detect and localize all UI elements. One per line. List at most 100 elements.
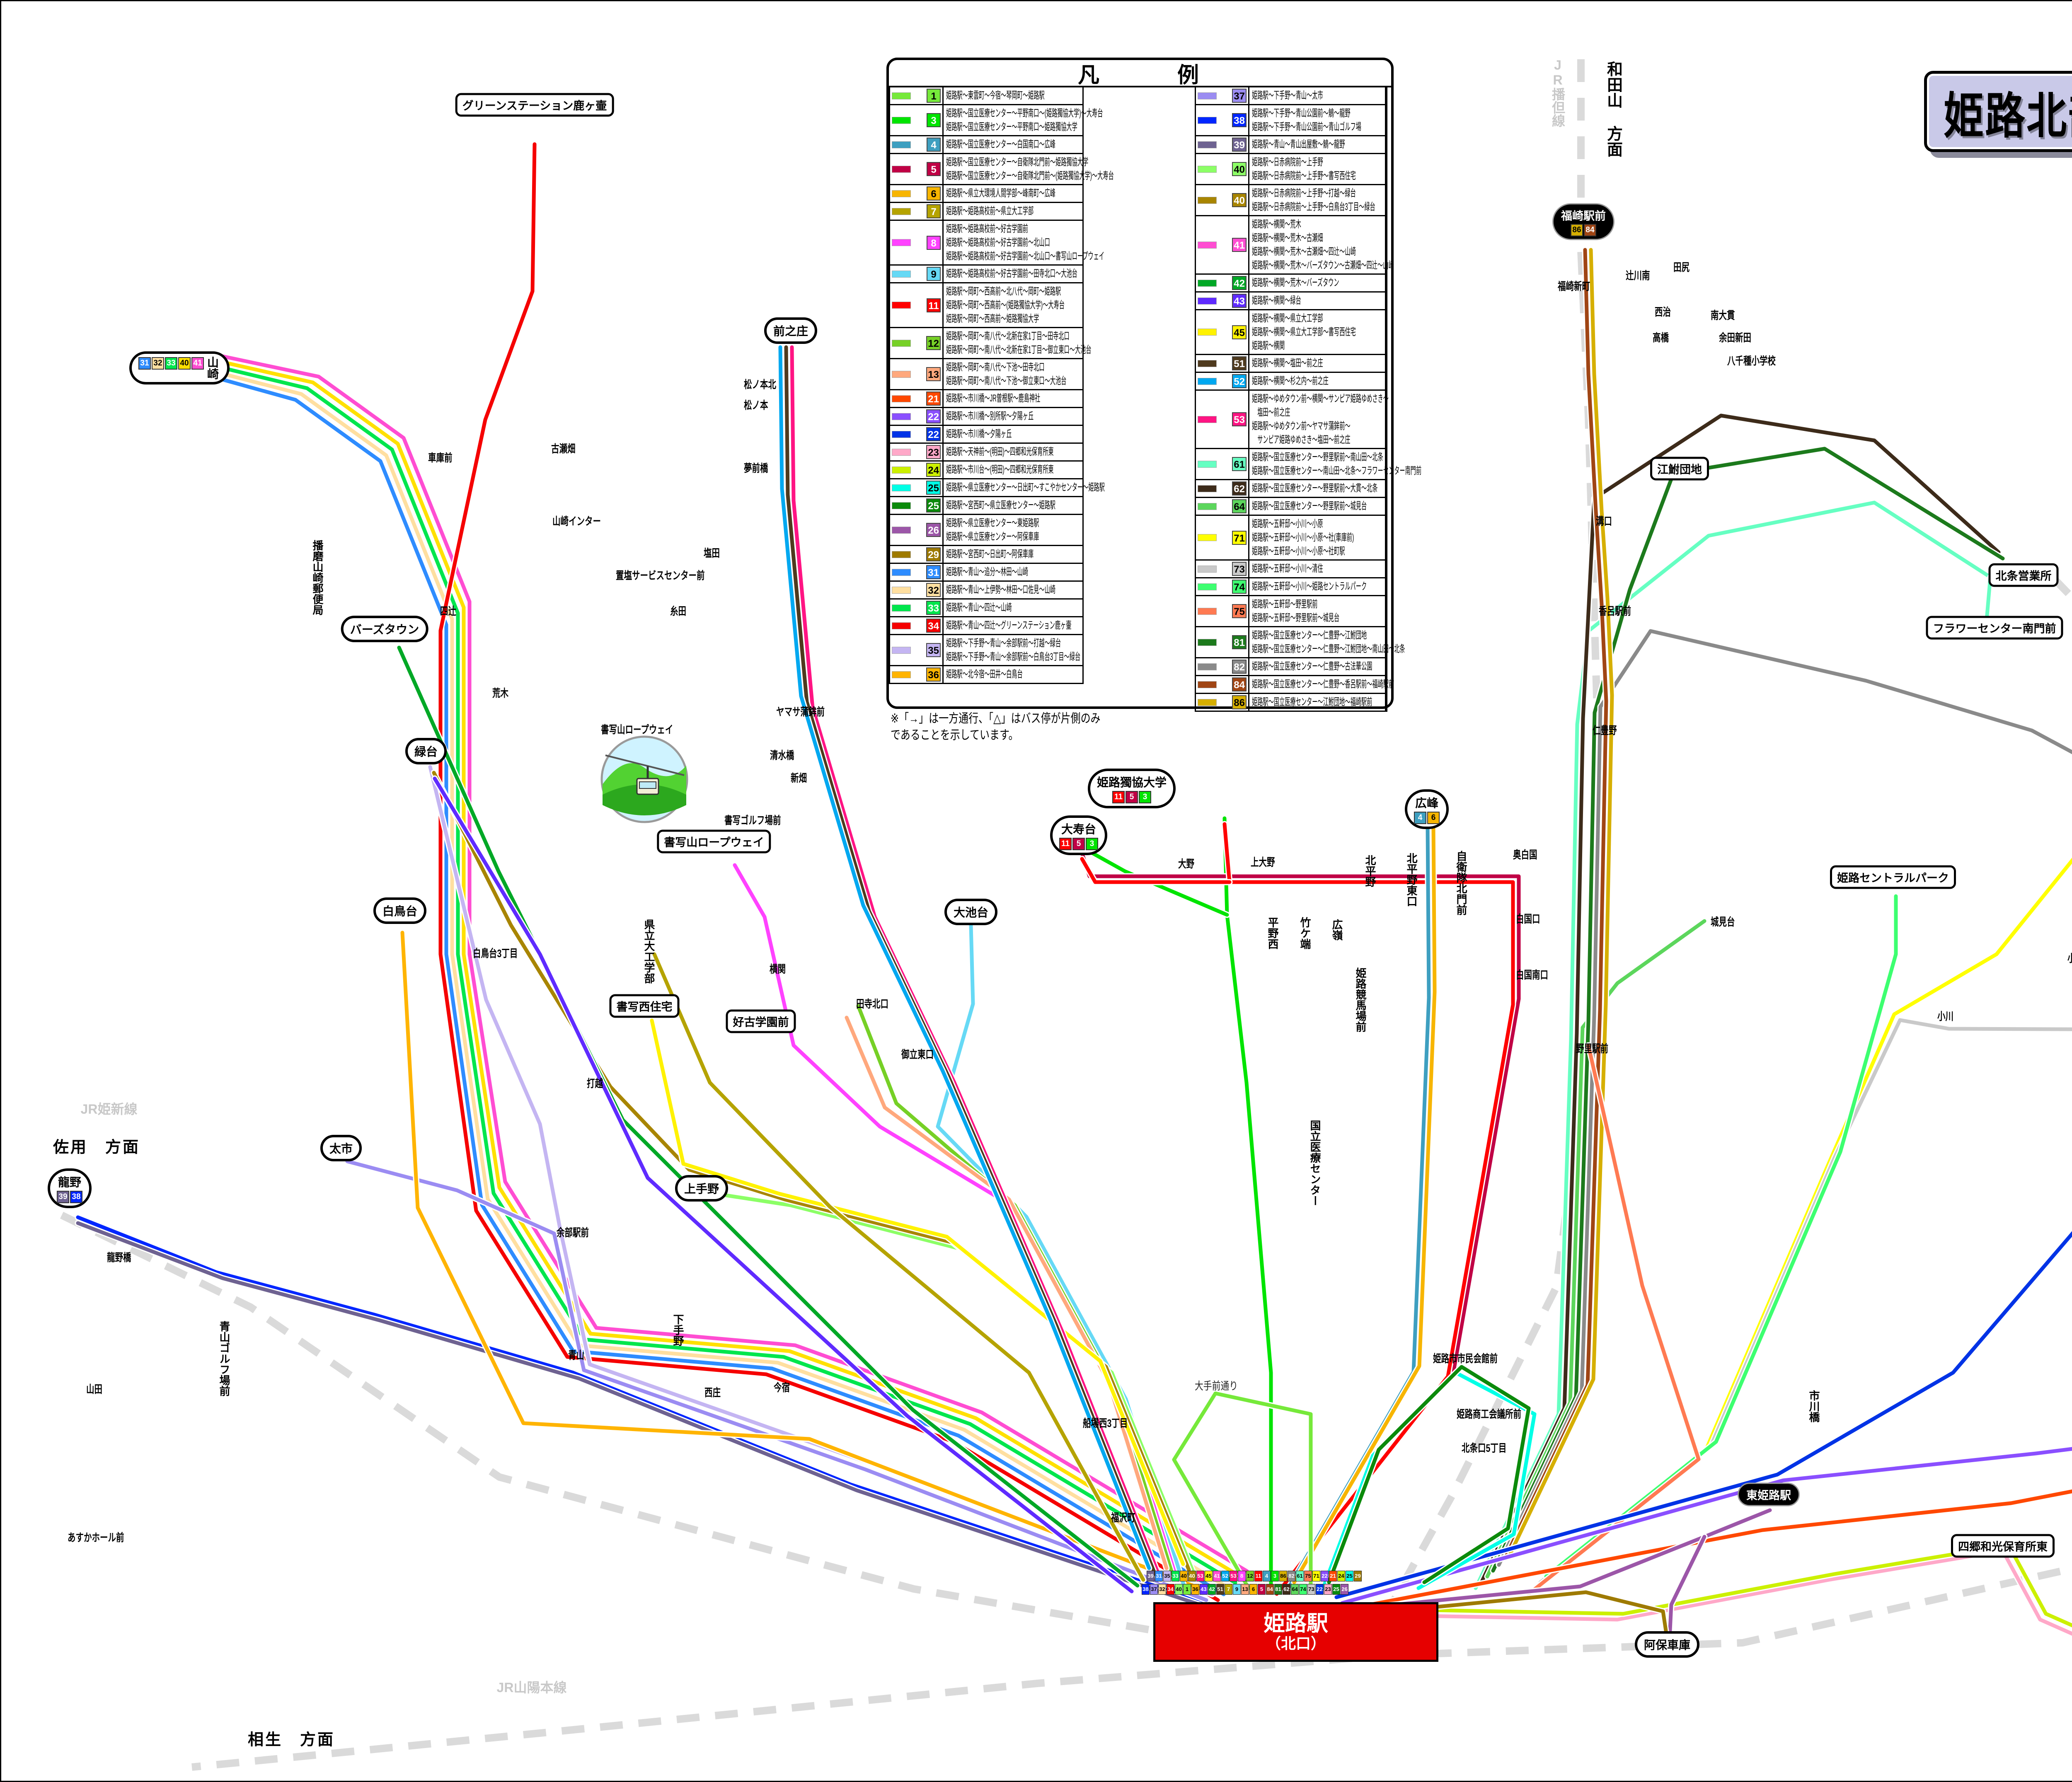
route-color-chip [1198,165,1217,173]
route-color-chip [1198,416,1217,423]
route-line-22 [1334,1231,2072,1599]
route-color-chip [1198,485,1217,492]
route-number-badge: 40 [1232,193,1247,207]
route-color-chip [1198,699,1217,706]
route-color-chip [892,551,911,558]
map-stop-label: 姫路競馬場前 [1354,967,1367,1032]
station-route-badge: 12 [1246,1571,1254,1581]
ropeway-illustration [600,735,688,823]
station-route-badge: 8 [1238,1571,1246,1581]
terminal: 阿保車庫 [1634,1631,1700,1658]
map-stop-label: 白鳥台3丁目 [473,947,518,960]
route-number-badge: 37 [1232,89,1247,103]
map-stop-label: 八千種小学校 [1727,355,1776,367]
route-number-badge: 51 [1232,356,1247,370]
route-number-badge: 42 [1232,276,1247,290]
route-color-chip [892,190,911,197]
terminal-box: 北条営業所 [1988,563,2059,587]
route-number-badge: 1 [927,89,941,103]
route-number-badge: 5 [1072,838,1085,850]
route-line-41 [219,354,1249,1573]
route-number-badge: 38 [1232,113,1247,127]
route-number-badge: 52 [1232,374,1247,388]
route-line-40 [219,360,1243,1579]
station-route-badge: 40 [1175,1584,1183,1595]
map-stop-label: 横関 [770,963,786,975]
station-route-badge: 40 [1180,1571,1188,1581]
map-stop-label: 県立大工学部 [643,919,655,984]
map-stop-label: 打越 [587,1077,603,1090]
station-route-badge: 13 [1241,1584,1249,1595]
route-line-32 [219,371,1232,1591]
route-line-43 [433,776,1134,1593]
map-stop-label: 松ノ本 [744,399,768,411]
route-color-chip [892,141,911,148]
route-color-chip [1198,534,1217,541]
map-stop-label: 下手野 [672,1314,684,1346]
route-number-badge: 86 [1232,695,1247,709]
map-stop-label: 船場西3丁目 [1083,1417,1128,1429]
route-number-badge: 82 [1232,660,1247,674]
route-color-chip [892,448,911,456]
route-number-badge: 22 [926,427,941,441]
station-route-badge: 37 [1150,1584,1158,1595]
page-title: 姫路北部 運行系統図 [1924,71,2072,152]
map-stop-label: 竹ケ端 [1299,917,1311,949]
route-color-chip [1198,360,1217,367]
map-stop-label: 車庫前 [428,452,453,464]
route-line-25 [1321,1371,1537,1590]
map-stop-label: 北平野東口 [1405,853,1418,907]
route-line-82 [1497,629,2072,1567]
route-color-chip [1198,583,1217,590]
route-line-22 [1340,1447,2072,1605]
map-stop-label: 姫路市市民会館前 [1433,1352,1498,1365]
route-color-chip [892,395,911,402]
route-color-chip [892,430,911,438]
route-line-73 [1538,1018,2072,1584]
map-stop-label: 御立東口 [901,1048,934,1061]
route-line-29 [1356,1590,1670,1647]
station-route-badge: 5 [1258,1584,1266,1595]
route-number-badge: 41 [1232,238,1247,252]
legend-header: 凡 例 [889,60,1391,87]
route-line-52 [778,345,1151,1570]
station-route-badge: 35 [1163,1571,1171,1581]
station-route-badge: 33 [1172,1571,1179,1581]
route-casing [1666,1533,1708,1642]
map-stop-label: 広嶺 [1331,919,1343,941]
map-stop-label: 大野 [1178,858,1195,870]
map-stop-label: 香呂駅前 [1599,605,1631,617]
route-number-badge: 33 [926,601,941,615]
terminal-box: フラワーセンター南門前 [1926,616,2063,640]
station-route-badge: 34 [1167,1584,1174,1595]
map-stop-label: 南大貫 [1711,309,1735,322]
station-route-badge: 22 [1321,1571,1329,1581]
station-route-badge: 42 [1208,1584,1216,1595]
route-color-chip [1198,279,1217,287]
station-route-badge: 38 [1142,1584,1150,1595]
station-route-badge: 4 [1263,1571,1271,1581]
route-number-badge: 61 [1232,457,1247,471]
station-route-badge: 3 [1271,1571,1279,1581]
map-stop-label: 辻川南 [1626,269,1650,282]
route-color-chip [892,622,911,629]
route-color-chip [892,116,911,124]
station-route-badge: 6 [1249,1584,1257,1595]
